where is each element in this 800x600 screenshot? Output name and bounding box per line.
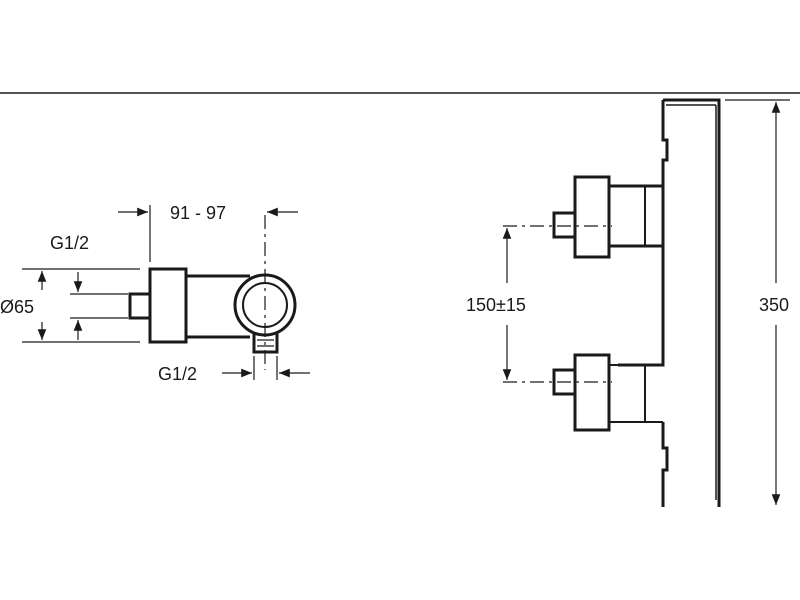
valve-body xyxy=(186,274,250,339)
upper-connector xyxy=(609,185,646,247)
lower-nipple xyxy=(552,368,577,396)
lower-knob xyxy=(573,353,611,432)
wall-flange xyxy=(148,267,188,344)
thread-label-top: G1/2 xyxy=(50,233,89,253)
upper-knob xyxy=(573,175,611,259)
lower-connector xyxy=(609,364,663,423)
bottom-outlet-thread xyxy=(257,339,274,347)
front-view: 150±15 350 xyxy=(466,98,790,507)
upper-nipple xyxy=(552,211,577,239)
thread-label-bottom: G1/2 xyxy=(158,364,197,384)
thermostat-bar xyxy=(608,98,721,507)
side-view: 91 - 97 G1/2 Ø65 G1/2 xyxy=(0,203,310,384)
spacing-label: 150±15 xyxy=(466,295,526,315)
height-label: 350 xyxy=(759,295,789,315)
depth-label: 91 - 97 xyxy=(170,203,226,223)
inlet-nipple xyxy=(128,292,152,320)
diameter-label: Ø65 xyxy=(0,297,34,317)
